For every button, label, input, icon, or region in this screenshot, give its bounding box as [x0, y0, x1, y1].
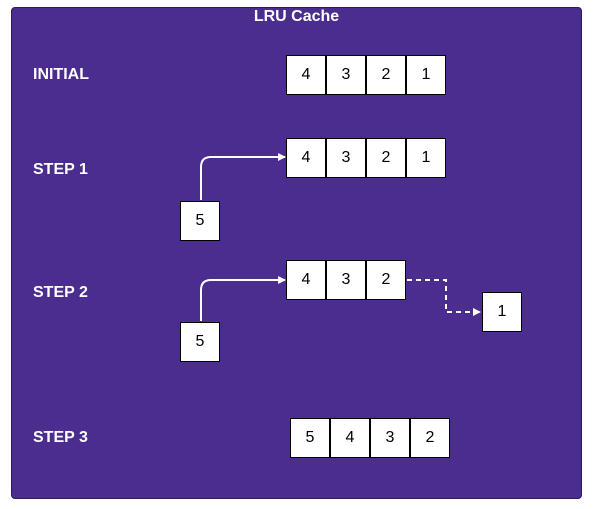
cache-cell: 1 [406, 55, 446, 95]
cache-cell: 4 [286, 55, 326, 95]
cache-cell: 1 [406, 138, 446, 178]
evicted-item: 1 [482, 292, 522, 332]
cache-cell: 3 [326, 260, 366, 300]
cache-cell: 3 [326, 55, 366, 95]
cache-cell: 3 [370, 418, 410, 458]
diagram-title: LRU Cache [253, 8, 340, 25]
cache-cell: 3 [326, 138, 366, 178]
cache-cell: 2 [366, 260, 406, 300]
cache-cell: 4 [286, 138, 326, 178]
incoming-item: 5 [180, 322, 220, 362]
cache-cell: 4 [286, 260, 326, 300]
cache-cell: 2 [366, 138, 406, 178]
step-label-1: STEP 1 [33, 161, 88, 178]
step1-insert-arrow [200, 153, 286, 200]
cache-cell: 2 [410, 418, 450, 458]
cache-cell: 2 [366, 55, 406, 95]
step-label-2: STEP 2 [33, 284, 88, 301]
cache-cell: 5 [290, 418, 330, 458]
cache-cell: 4 [330, 418, 370, 458]
step2-evict-arrow [407, 279, 481, 316]
incoming-item: 5 [180, 201, 220, 241]
step-label-initial: INITIAL [33, 66, 89, 83]
step-label-3: STEP 3 [33, 429, 88, 446]
step2-insert-arrow [200, 276, 286, 321]
